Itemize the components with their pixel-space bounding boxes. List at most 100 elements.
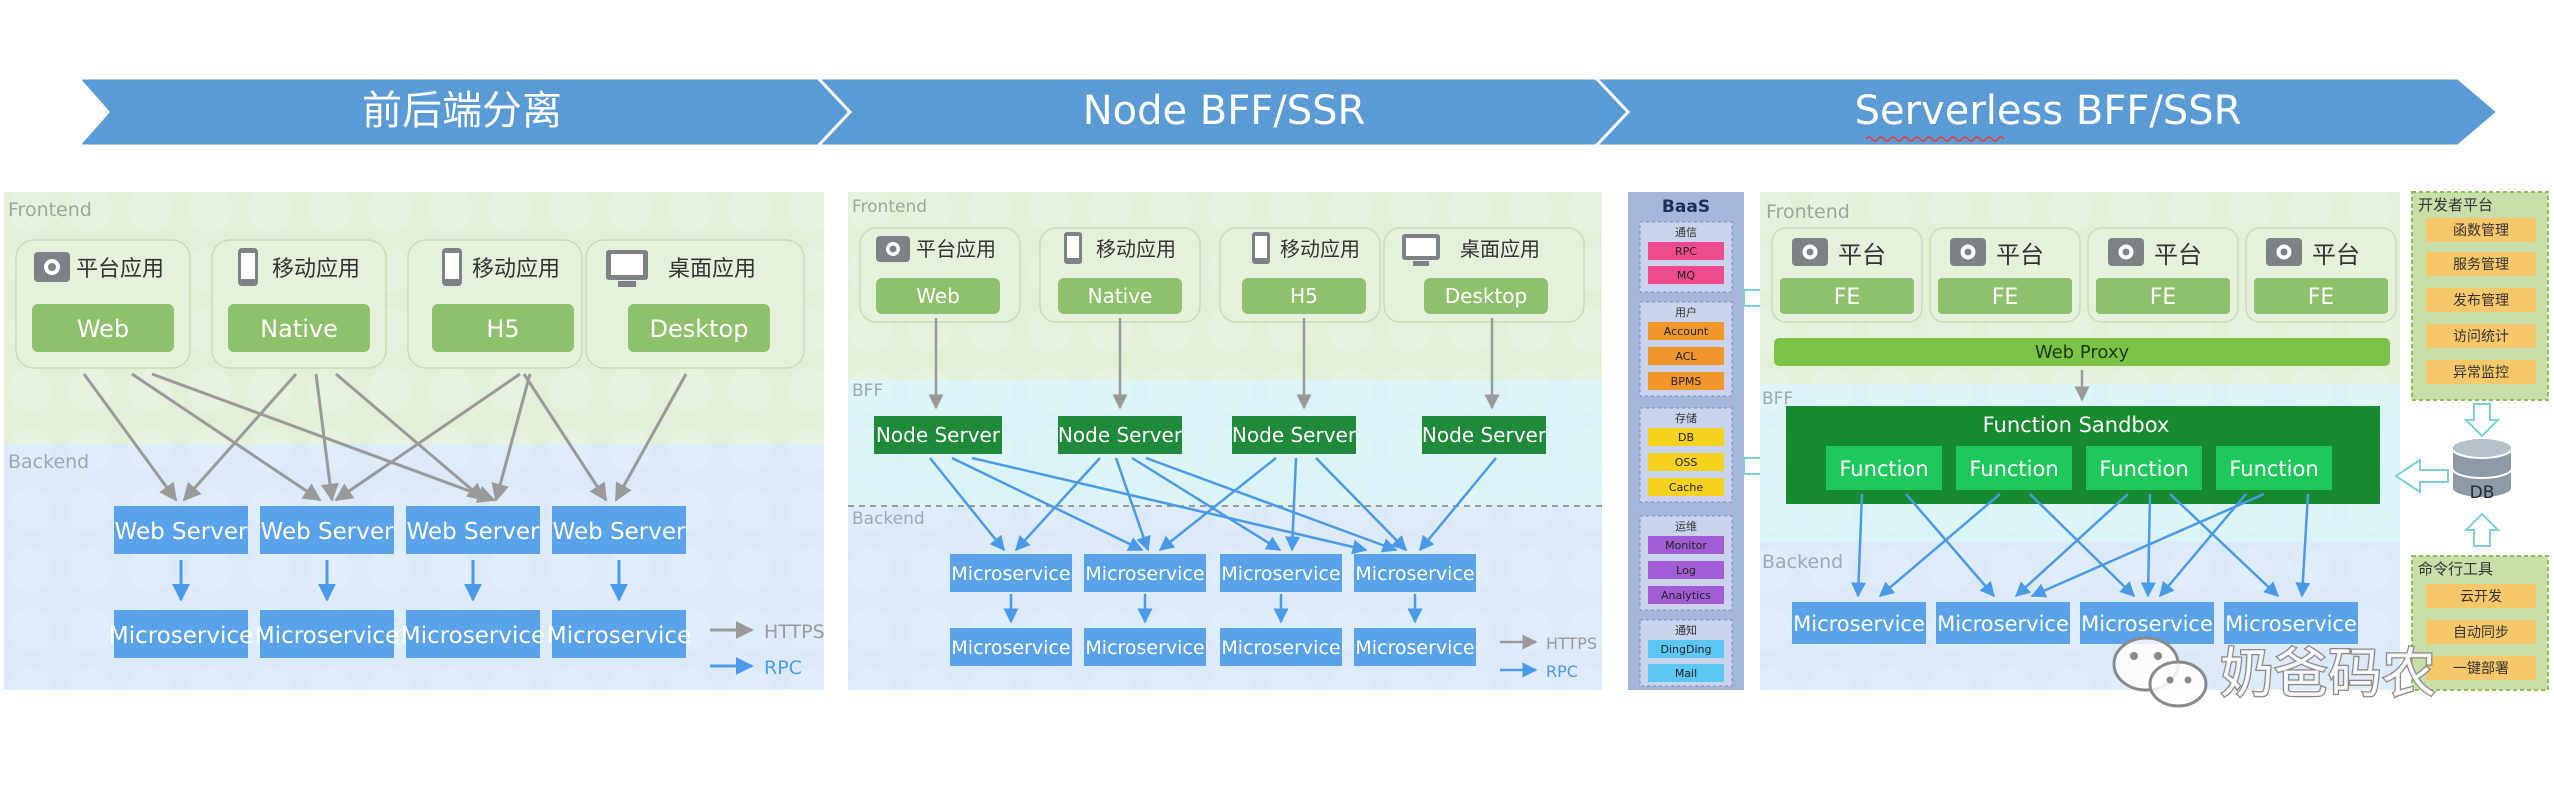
- baas-item: Account: [1664, 325, 1709, 338]
- microservice-row: Microservice Microservice Microservice M…: [1792, 602, 2358, 644]
- client-tag: Web: [916, 284, 960, 308]
- cli-tools-panel: 命令行工具 云开发 自动同步 一键部署: [2411, 555, 2549, 691]
- baas-item: Log: [1676, 564, 1696, 577]
- client-card: 平台应用 Web: [15, 239, 191, 369]
- watermark: 奶爸码农: [2112, 636, 2437, 708]
- web-server: Web Server: [261, 519, 394, 545]
- web-proxy: [1774, 338, 2390, 366]
- microservice-row-2: Microservice Microservice Microservice M…: [950, 628, 1476, 666]
- web-proxy-label: Web Proxy: [2035, 342, 2130, 363]
- frontend-label: Frontend: [852, 197, 927, 217]
- platform-tag: FE: [1992, 285, 2019, 310]
- legend: HTTPS RPC: [710, 621, 825, 679]
- baas-group-comm: 通信 RPC MQ: [1639, 221, 1733, 293]
- microservice: Microservice: [1085, 637, 1204, 659]
- client-card: 移动应用 H5: [407, 239, 583, 369]
- baas-item: Mail: [1675, 667, 1697, 680]
- node-server-row: Node Server Node Server Node Server Node…: [874, 416, 1547, 454]
- baas-item: ACL: [1675, 350, 1697, 363]
- platform-tag: FE: [1834, 285, 1861, 310]
- dev-platform-title: 开发者平台: [2418, 196, 2493, 214]
- sandbox-title: Function Sandbox: [1983, 413, 2170, 437]
- cli-tools-item: 一键部署: [2453, 661, 2509, 677]
- stage-banner: 前后端分离 Node BFF/SSR Serverless BFF/SSR: [74, 76, 2501, 148]
- baas-item: RPC: [1675, 245, 1697, 258]
- client-name: 移动应用: [1096, 237, 1176, 261]
- baas-group-label: 用户: [1675, 305, 1697, 319]
- legend-rpc: RPC: [1546, 662, 1578, 681]
- microservice: Microservice: [1221, 563, 1340, 585]
- microservice: Microservice: [2225, 612, 2357, 636]
- legend: HTTPS RPC: [1500, 634, 1597, 681]
- legend-rpc: RPC: [764, 657, 802, 679]
- dev-platform-panel: 开发者平台 函数管理 服务管理 发布管理 访问统计 异常监控: [2411, 191, 2549, 401]
- platform-card: 平台 FE: [1771, 227, 1923, 323]
- rpc-connections: [929, 456, 1497, 555]
- devplatform-db-arrow: [2463, 403, 2501, 438]
- stage3-chevron: [1592, 76, 2501, 148]
- client-tag: H5: [486, 315, 519, 343]
- client-card: 桌面应用 Desktop: [585, 239, 805, 369]
- baas-panel: BaaS 通信 RPC MQ 用户 Account ACL BPMS 存储 DB…: [1628, 192, 1744, 690]
- baas-item: Analytics: [1661, 589, 1711, 602]
- client-card: 平台应用 Web: [859, 227, 1021, 323]
- https-connections: [928, 318, 1500, 410]
- microservice: Microservice: [951, 637, 1070, 659]
- baas-group-label: 运维: [1675, 520, 1697, 533]
- panel-serverless: Frontend BFF Backend 平台 FE 平台 FE 平台 FE: [1760, 192, 2400, 690]
- function: Function: [1969, 457, 2058, 481]
- backend-label: Backend: [8, 451, 89, 473]
- baas-item: DB: [1678, 431, 1694, 444]
- client-card: 移动应用 H5: [1219, 227, 1381, 323]
- backend-label: Backend: [1762, 551, 1843, 573]
- client-tag: H5: [1290, 284, 1318, 308]
- platform-name: 平台: [1996, 241, 2044, 269]
- baas-group-user: 用户 Account ACL BPMS: [1639, 301, 1733, 397]
- cli-tools-title: 命令行工具: [2418, 560, 2493, 578]
- microservice: Microservice: [951, 563, 1070, 585]
- bff-label: BFF: [1762, 389, 1793, 409]
- web-server: Web Server: [553, 519, 686, 545]
- microservice: Microservice: [1085, 563, 1204, 585]
- client-name: 桌面应用: [1460, 237, 1540, 261]
- dev-platform-item: 访问统计: [2453, 329, 2509, 345]
- dev-platform-item: 异常监控: [2453, 365, 2509, 381]
- frontend-label: Frontend: [1766, 201, 1850, 223]
- legend-https: HTTPS: [764, 621, 825, 643]
- client-name: 移动应用: [472, 257, 560, 282]
- cli-tools-item: 云开发: [2460, 589, 2502, 605]
- microservice: Microservice: [547, 623, 691, 649]
- node-server: Node Server: [1422, 423, 1547, 447]
- client-tag: Web: [77, 315, 129, 343]
- node-server: Node Server: [1232, 423, 1357, 447]
- client-tag: Desktop: [650, 315, 749, 343]
- microservice-row: Microservice Microservice Microservice M…: [109, 610, 691, 658]
- web-server-row: Web Server Web Server Web Server Web Ser…: [114, 506, 686, 554]
- baas-item: Cache: [1669, 481, 1703, 494]
- microservice-row-1: Microservice Microservice Microservice M…: [950, 554, 1476, 592]
- node-server: Node Server: [876, 423, 1001, 447]
- stage3-title: Serverless BFF/SSR: [1855, 88, 2242, 134]
- platform-tag: FE: [2150, 285, 2177, 310]
- platform-card: 平台 FE: [1929, 227, 2081, 323]
- wechat-icon: [2112, 636, 2208, 708]
- rpc-connections-lower: [1003, 594, 1423, 624]
- microservice: Microservice: [109, 623, 253, 649]
- cli-db-arrow: [2463, 512, 2501, 547]
- bff-label: BFF: [852, 381, 883, 401]
- baas-group-label: 存储: [1675, 411, 1697, 425]
- microservice: Microservice: [1793, 612, 1925, 636]
- cli-tools-item: 自动同步: [2453, 625, 2509, 641]
- client-tag: Native: [1088, 284, 1153, 308]
- db-label: DB: [2470, 483, 2495, 503]
- baas-item: Monitor: [1665, 539, 1707, 552]
- baas-group-label: 通信: [1675, 226, 1697, 239]
- dev-platform-item: 发布管理: [2453, 293, 2509, 309]
- platform-tag: FE: [2308, 285, 2335, 310]
- dev-platform-item: 函数管理: [2453, 223, 2509, 239]
- platform-name: 平台: [1838, 241, 1886, 269]
- baas-item: DingDing: [1661, 643, 1712, 656]
- baas-item: MQ: [1677, 269, 1695, 282]
- microservice: Microservice: [2081, 612, 2213, 636]
